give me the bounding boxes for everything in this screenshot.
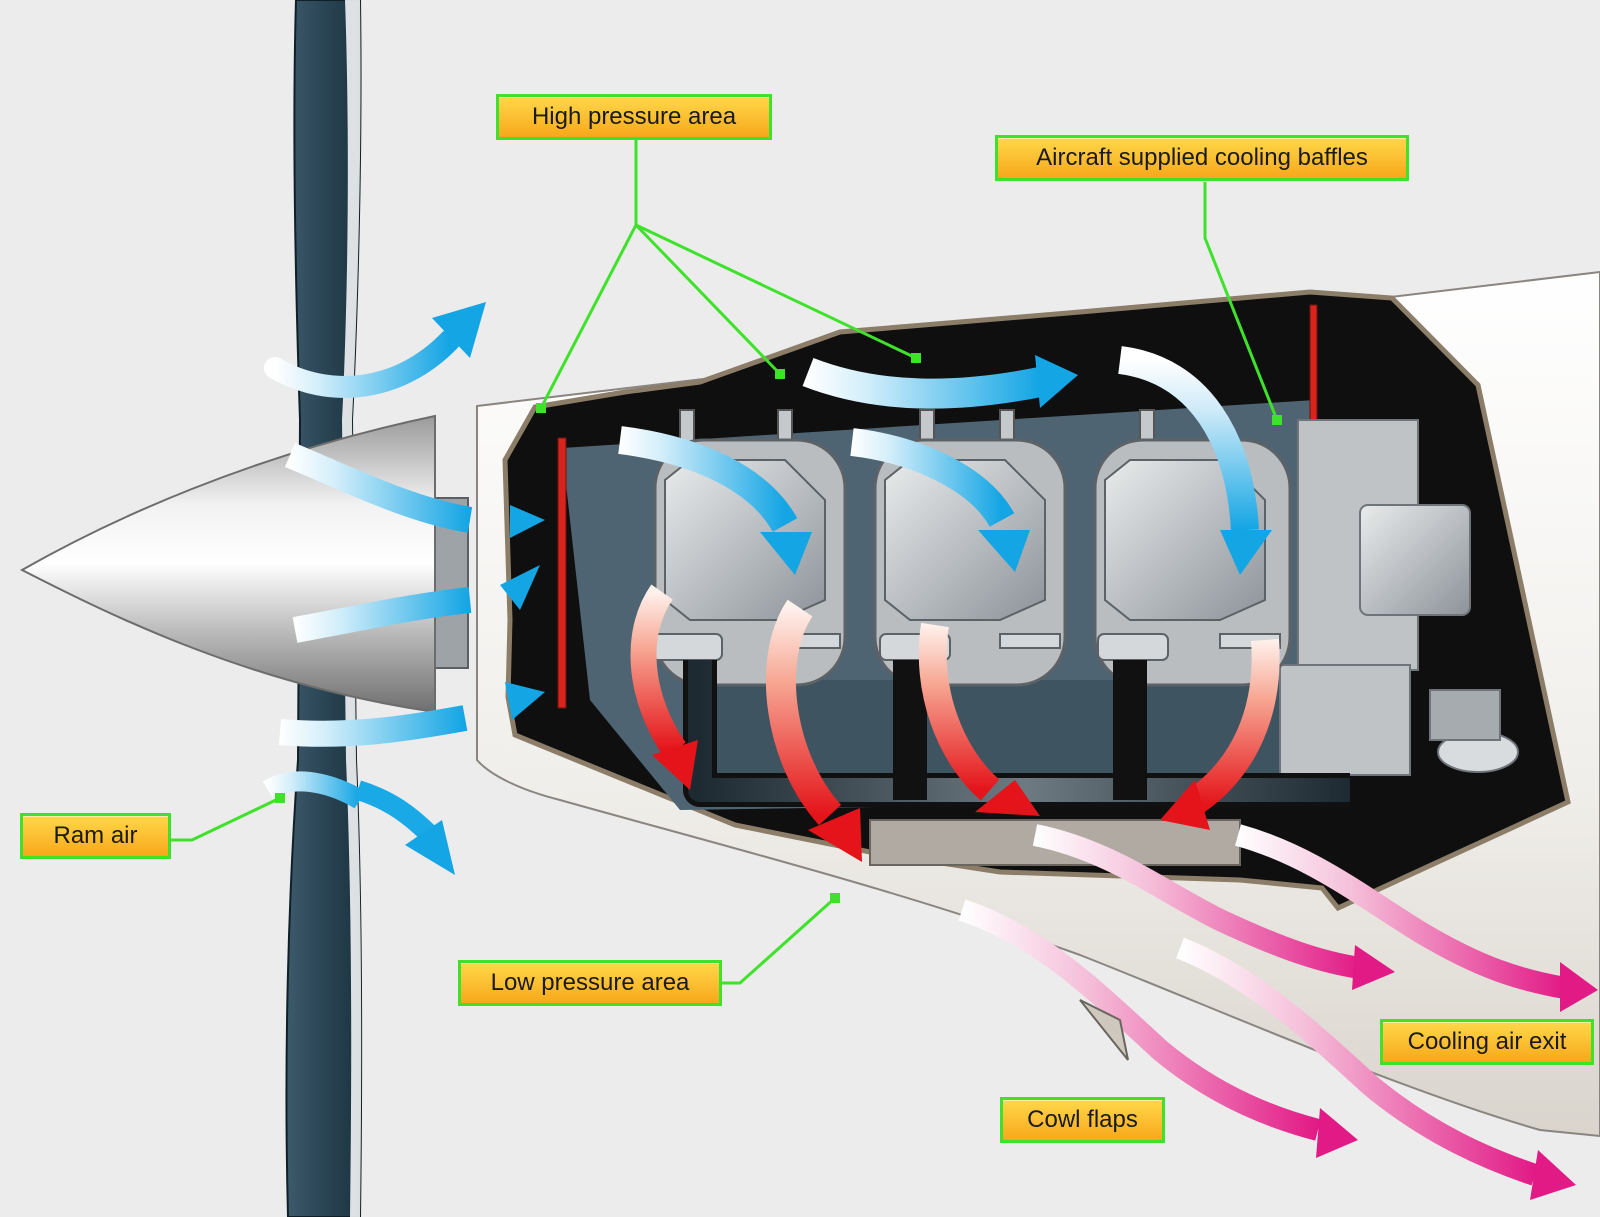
cool-air-arrow [618, 426, 798, 533]
exit-air-arrow [1176, 937, 1539, 1186]
cool-air-arrow [278, 705, 468, 747]
hot-air-arrow [918, 622, 1000, 801]
cool-air-arrow [354, 780, 438, 843]
callout-high-pressure-area: High pressure area [496, 94, 772, 140]
callout-cowl-flaps: Cowl flaps [1000, 1097, 1165, 1143]
leader-lines [171, 140, 1279, 985]
hot-air-arrow [765, 599, 842, 826]
cylinder-2 [873, 409, 1067, 687]
leader-high-pressure [539, 140, 917, 409]
callout-cooling-air-exit: Cooling air exit [1380, 1019, 1594, 1065]
spinner [19, 414, 436, 714]
cool-airflow-arrows [262, 302, 1272, 875]
callout-cooling-baffles: Aircraft supplied cooling baffles [995, 135, 1409, 181]
leader-ram-air [171, 796, 281, 842]
exit-air-arrow [1235, 824, 1567, 999]
callout-low-pressure-area: Low pressure area [458, 960, 722, 1006]
exit-air-arrow [958, 899, 1321, 1141]
cool-air-arrow [1117, 346, 1259, 531]
callout-ram-air: Ram air [20, 813, 171, 859]
cool-air-arrow [284, 443, 473, 533]
exhaust-system [683, 660, 1350, 807]
hot-air-arrow [630, 584, 686, 758]
leader-cooling-baffles [1203, 182, 1279, 421]
cool-air-arrow [802, 357, 1043, 409]
hot-air-arrow [1182, 639, 1280, 817]
exit-air-arrow [1032, 824, 1362, 979]
leader-endpoints [275, 353, 1282, 903]
cowl-flap [1079, 999, 1129, 1061]
front-baffle [557, 437, 567, 709]
exit-airflow-arrows [958, 824, 1598, 1200]
hot-airflow-arrows [630, 584, 1280, 862]
cool-air-arrow [262, 771, 366, 809]
cool-air-arrow [850, 428, 1015, 528]
cool-air-arrow [292, 587, 472, 643]
leader-low-pressure [720, 896, 837, 985]
cool-air-arrow [264, 329, 461, 398]
